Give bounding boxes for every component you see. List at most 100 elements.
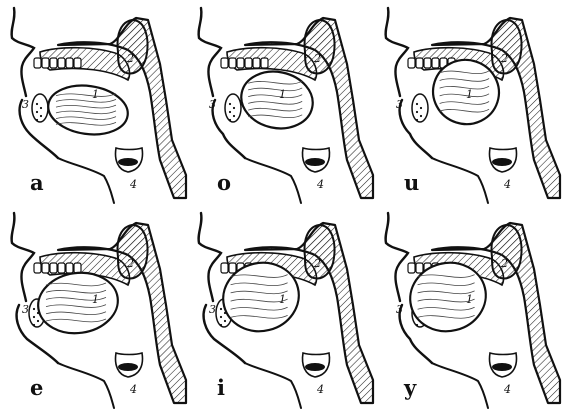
label-larynx: 4 — [129, 383, 137, 396]
panel-y: 1 2 3 4 y — [374, 205, 561, 410]
upper-tooth — [74, 263, 81, 273]
throat-line — [245, 158, 301, 203]
glottis — [305, 158, 325, 166]
label-lips: 3 — [396, 98, 403, 111]
incisor-dot — [36, 111, 38, 113]
tongue — [45, 81, 131, 140]
incisor-dot — [233, 115, 235, 117]
upper-tooth — [229, 263, 236, 273]
label-lips: 3 — [22, 98, 29, 111]
glottis — [492, 363, 512, 371]
upper-tooth — [237, 58, 244, 68]
upper-tooth — [245, 58, 252, 68]
velum — [118, 20, 148, 73]
upper-tooth — [221, 58, 228, 68]
incisor-dot — [33, 324, 35, 326]
velum — [305, 225, 335, 278]
upper-tooth — [74, 58, 81, 68]
incisor-dot — [33, 316, 35, 318]
incisor-dot — [229, 103, 231, 105]
vowel-label: y — [404, 377, 416, 398]
incisor-dot — [233, 107, 235, 109]
label-larynx: 4 — [129, 178, 137, 191]
label-larynx: 4 — [503, 383, 511, 396]
vocal-tract-sketch: 1 2 3 4 — [374, 0, 561, 205]
vowel-label: u — [404, 172, 419, 193]
incisor-dot — [220, 324, 222, 326]
incisor-dot — [36, 103, 38, 105]
label-larynx: 4 — [503, 178, 511, 191]
panel-o: 1 2 3 4 o — [187, 0, 374, 205]
label-tongue: 1 — [92, 88, 99, 101]
upper-tooth — [416, 263, 423, 273]
upper-tooth — [221, 263, 228, 273]
throat-line — [245, 363, 301, 408]
upper-tooth — [229, 58, 236, 68]
vocal-tract-sketch: 1 2 3 4 — [374, 205, 561, 410]
label-velum: 2 — [500, 257, 508, 270]
face-profile — [386, 213, 408, 301]
glottis — [118, 158, 138, 166]
glottis — [492, 158, 512, 166]
upper-tooth — [58, 58, 65, 68]
incisor-dot — [229, 119, 231, 121]
label-tongue: 1 — [466, 88, 473, 101]
upper-tooth — [408, 263, 415, 273]
label-lips: 3 — [396, 303, 403, 316]
vowel-label: e — [30, 377, 43, 398]
velum — [492, 20, 522, 73]
upper-tooth — [34, 263, 41, 273]
incisor-dot — [40, 115, 42, 117]
incisor-dot — [33, 308, 35, 310]
label-lips: 3 — [209, 303, 216, 316]
label-velum: 2 — [500, 52, 508, 65]
face-profile — [386, 8, 408, 96]
incisor-dot — [416, 103, 418, 105]
face-profile — [199, 213, 221, 301]
face-profile — [12, 213, 34, 301]
label-tongue: 1 — [466, 293, 473, 306]
incisor-dot — [224, 320, 226, 322]
vocal-tract-sketch: 1 2 3 4 — [0, 0, 187, 205]
upper-tooth — [253, 58, 260, 68]
label-tongue: 1 — [92, 293, 99, 306]
incisor-dot — [229, 111, 231, 113]
upper-tooth — [432, 58, 439, 68]
label-velum: 2 — [313, 52, 321, 65]
label-lips: 3 — [209, 98, 216, 111]
throat-line — [58, 158, 114, 203]
label-tongue: 1 — [279, 88, 286, 101]
incisor-dot — [36, 119, 38, 121]
label-velum: 2 — [126, 52, 134, 65]
label-larynx: 4 — [316, 178, 324, 191]
upper-tooth — [416, 58, 423, 68]
velum — [492, 225, 522, 278]
upper-tooth — [261, 58, 268, 68]
upper-tooth — [42, 58, 49, 68]
velum — [305, 20, 335, 73]
face-profile — [199, 8, 221, 96]
incisor-dot — [416, 119, 418, 121]
label-velum: 2 — [313, 257, 321, 270]
label-velum: 2 — [126, 257, 134, 270]
glottis — [118, 363, 138, 371]
upper-tooth — [66, 263, 73, 273]
label-tongue: 1 — [279, 293, 286, 306]
upper-tooth — [50, 58, 57, 68]
upper-tooth — [424, 58, 431, 68]
glottis — [305, 363, 325, 371]
incisor-dot — [416, 111, 418, 113]
incisor-dot — [416, 324, 418, 326]
incisor-dot — [420, 115, 422, 117]
upper-tooth — [66, 58, 73, 68]
vowel-label: i — [217, 377, 225, 398]
incisor-dot — [220, 316, 222, 318]
vowel-label: o — [217, 172, 231, 193]
panel-u: 1 2 3 4 u — [374, 0, 561, 205]
label-larynx: 4 — [316, 383, 324, 396]
incisor-dot — [420, 107, 422, 109]
panel-i: 1 2 3 4 i — [187, 205, 374, 410]
panel-a: 1234 a — [0, 0, 187, 205]
